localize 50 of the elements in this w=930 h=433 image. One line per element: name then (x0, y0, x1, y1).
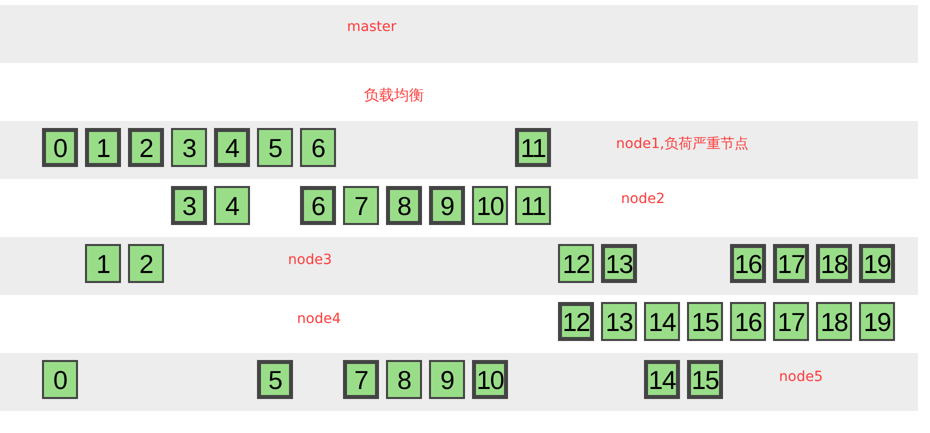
row-label: node4 (297, 310, 341, 328)
replica-shard-box: 3 (171, 128, 207, 167)
primary-shard-box: 14 (644, 360, 680, 399)
replica-shard-box: 7 (343, 186, 379, 225)
replica-shard-box: 5 (257, 128, 293, 167)
replica-shard-box: 8 (386, 360, 422, 399)
replica-shard-box: 6 (300, 128, 336, 167)
primary-shard-box: 11 (515, 128, 551, 167)
replica-shard-box: 11 (515, 186, 551, 225)
row-label: node3 (288, 251, 332, 269)
primary-shard-box: 10 (472, 360, 508, 399)
primary-shard-box: 17 (773, 244, 809, 283)
replica-shard-box: 13 (601, 302, 637, 341)
row-label: node5 (779, 368, 823, 386)
replica-shard-box: 19 (859, 302, 895, 341)
primary-shard-box: 3 (171, 186, 207, 225)
primary-shard-box: 0 (42, 128, 78, 167)
row-band (0, 237, 918, 295)
replica-shard-box: 4 (214, 186, 250, 225)
primary-shard-box: 13 (601, 244, 637, 283)
row-band (0, 353, 918, 411)
primary-shard-box: 7 (343, 360, 379, 399)
row-label: node2 (621, 190, 665, 208)
heading-text: 负载均衡 (364, 86, 424, 104)
replica-shard-box: 15 (687, 302, 723, 341)
replica-shard-box: 9 (429, 360, 465, 399)
replica-shard-box: 14 (644, 302, 680, 341)
primary-shard-box: 6 (300, 186, 336, 225)
primary-shard-box: 9 (429, 186, 465, 225)
primary-shard-box: 4 (214, 128, 250, 167)
replica-shard-box: 12 (558, 244, 594, 283)
replica-shard-box: 1 (85, 244, 121, 283)
primary-shard-box: 5 (257, 360, 293, 399)
replica-shard-box: 16 (730, 302, 766, 341)
row-label: node1,负荷严重节点 (616, 135, 748, 153)
primary-shard-box: 2 (128, 128, 164, 167)
replica-shard-box: 10 (472, 186, 508, 225)
replica-shard-box: 18 (816, 302, 852, 341)
replica-shard-box: 2 (128, 244, 164, 283)
row-label: master (347, 18, 396, 36)
primary-shard-box: 16 (730, 244, 766, 283)
row-band (0, 121, 918, 179)
primary-shard-box: 15 (687, 360, 723, 399)
replica-shard-box: 0 (42, 360, 78, 399)
primary-shard-box: 12 (558, 302, 594, 341)
replica-shard-box: 17 (773, 302, 809, 341)
primary-shard-box: 1 (85, 128, 121, 167)
primary-shard-box: 18 (816, 244, 852, 283)
primary-shard-box: 8 (386, 186, 422, 225)
primary-shard-box: 19 (859, 244, 895, 283)
